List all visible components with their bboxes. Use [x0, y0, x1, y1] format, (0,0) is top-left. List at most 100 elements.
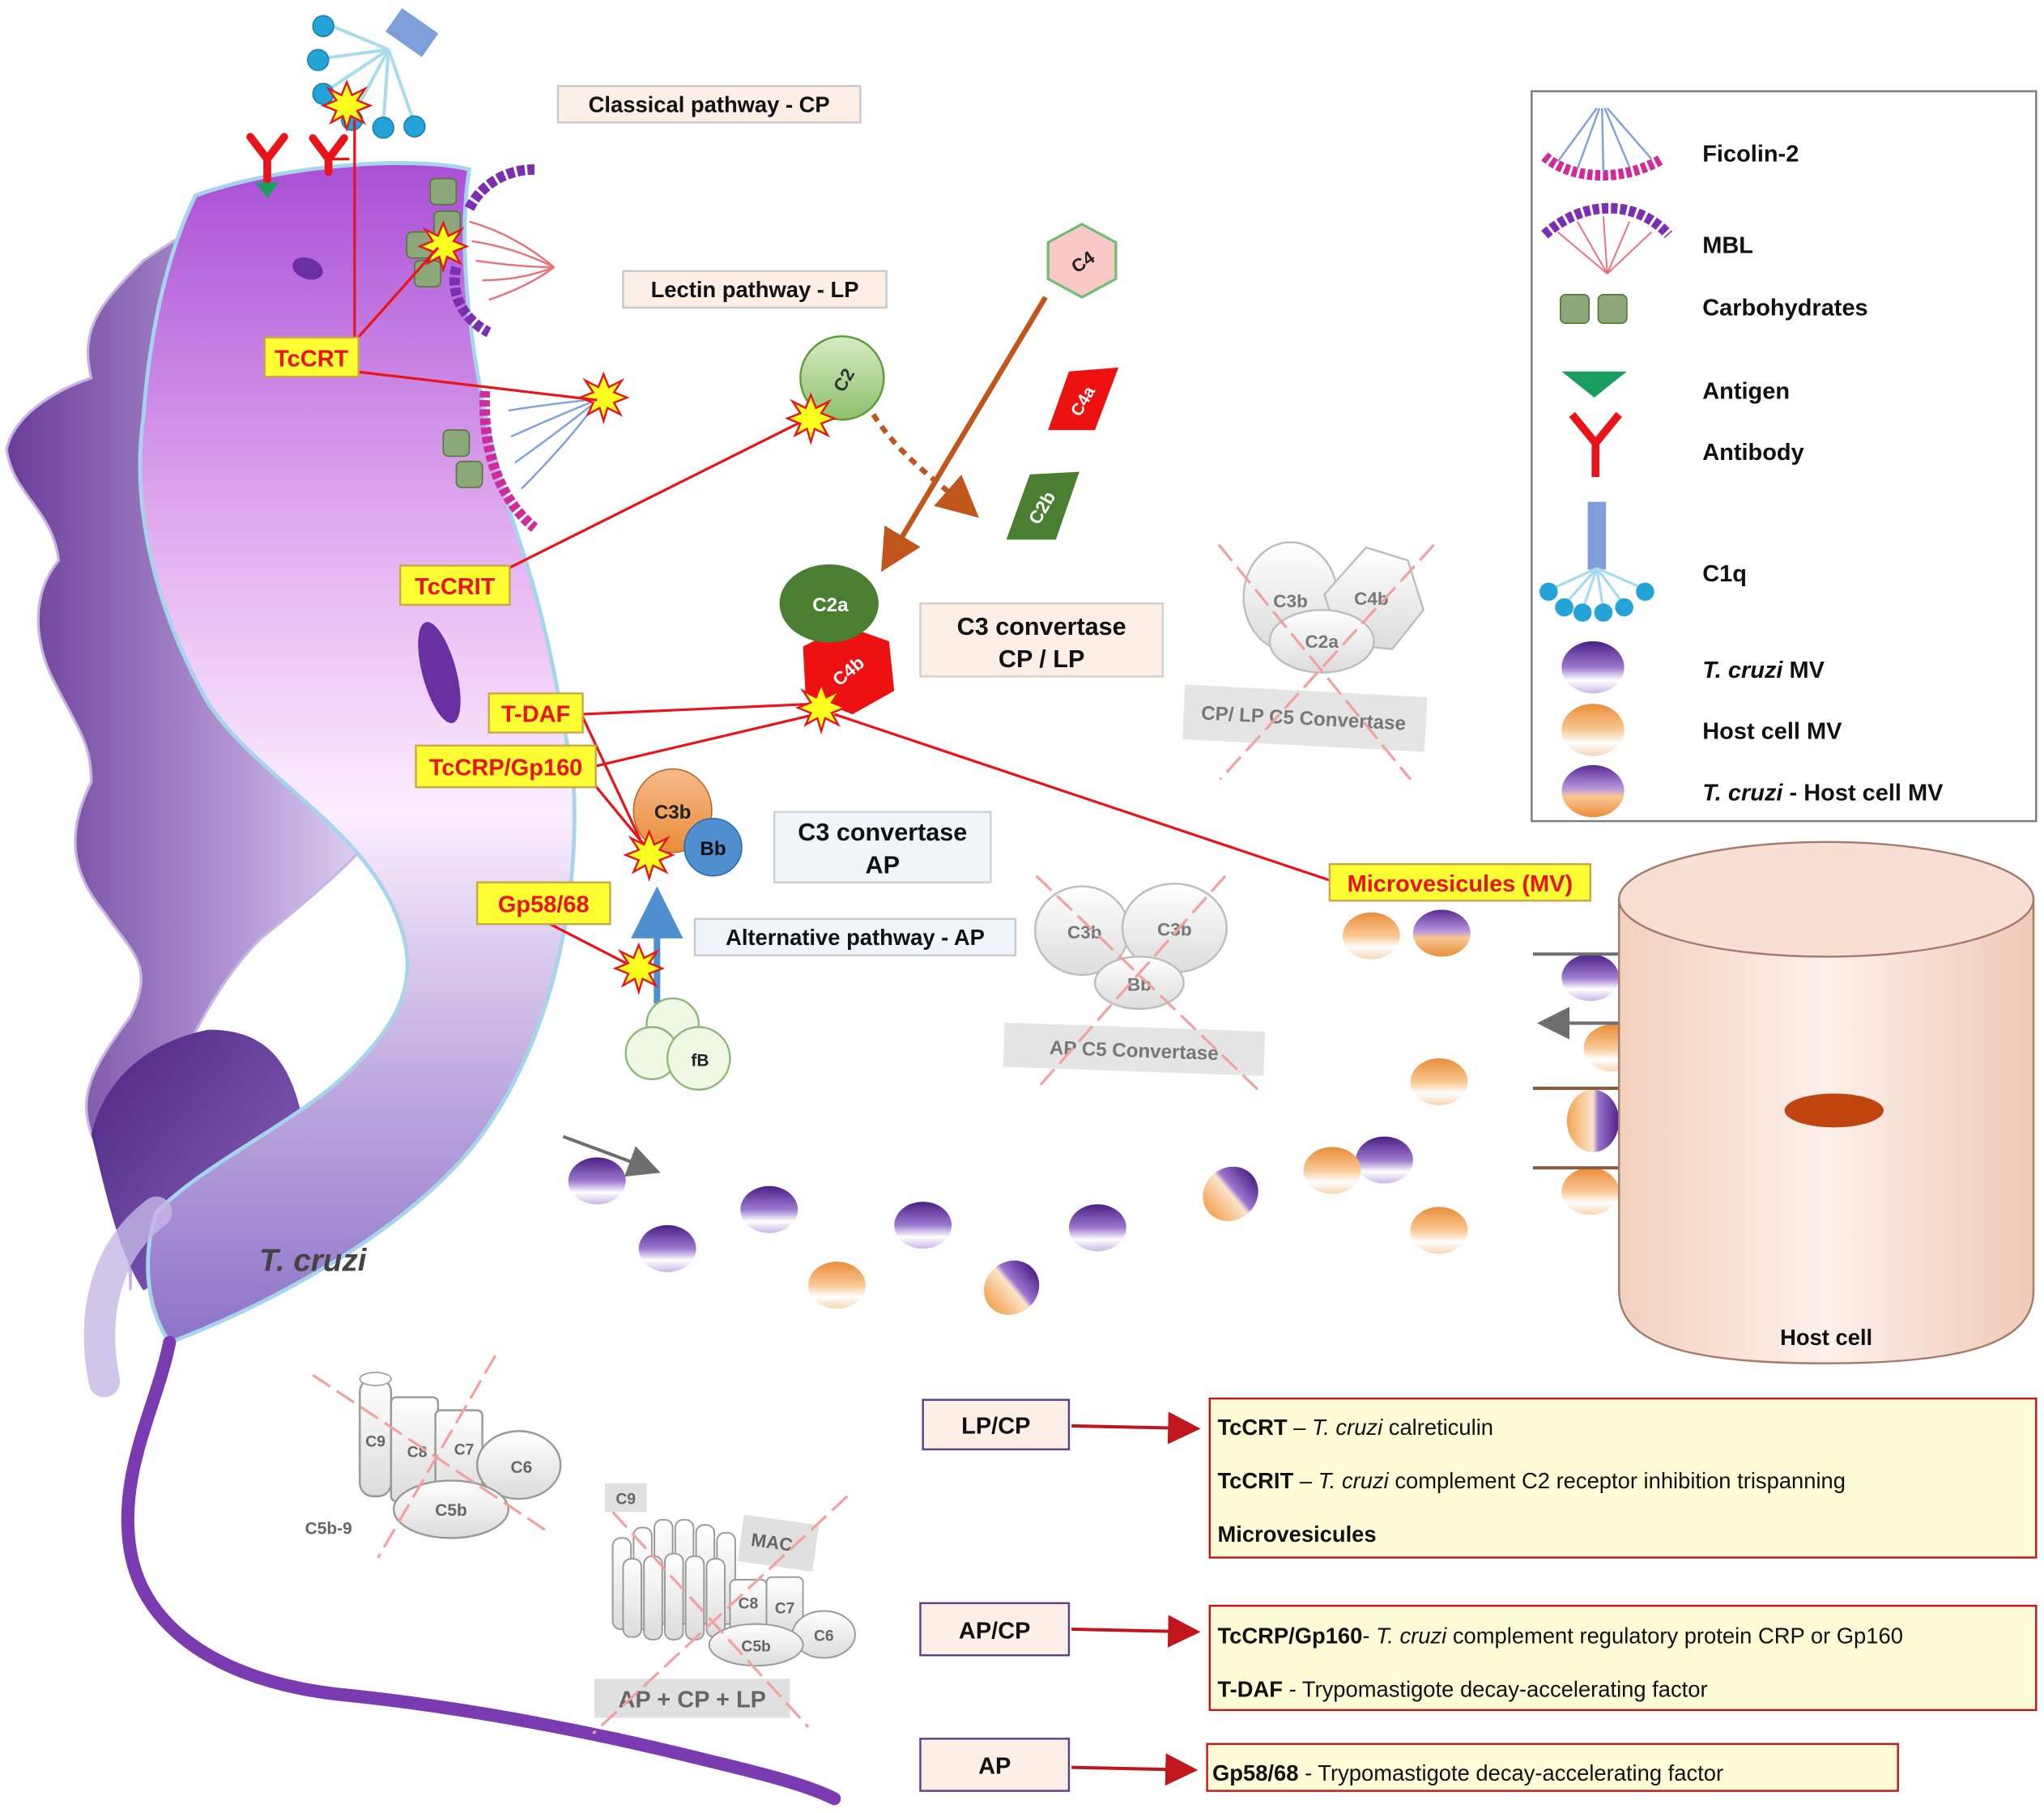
antibody-icon: [246, 133, 348, 184]
mv-tcruzi: [1561, 954, 1620, 1002]
svg-text:TcCRT – T. cruzi calreticulin: TcCRT – T. cruzi calreticulin: [1217, 1415, 1493, 1440]
mac-pore-inhibited: C9 C8 C7 C6 C5b MAC AP + CP + LP: [592, 1483, 856, 1734]
c3-convertase-cp-lp: C4b C2a: [779, 564, 895, 733]
cp-lp-c5-convertase-inhibited: C3b C4b C2a CP/ LP C5 Convertase: [1182, 541, 1435, 781]
svg-text:Carbohydrates: Carbohydrates: [1702, 296, 1867, 321]
svg-text:fB: fB: [691, 1052, 709, 1070]
mac-c5b9-inhibited: C9 C8 C7 C6 C5b C5b-9: [305, 1355, 562, 1559]
svg-text:AP/CP: AP/CP: [959, 1618, 1031, 1644]
svg-text:Bb: Bb: [700, 838, 726, 860]
mv-tcruzi: [1356, 1136, 1413, 1184]
mv-tcruzi: [894, 1202, 952, 1249]
mv-host: [1410, 1207, 1468, 1254]
svg-text:C5b: C5b: [741, 1638, 770, 1655]
key-ap-cp: AP/CP TcCRP/Gp160- T. cruzi complement r…: [919, 1602, 2038, 1712]
ap-c3-convertase: C3b Bb: [624, 768, 743, 880]
svg-text:AP: AP: [866, 851, 900, 879]
svg-text:C6: C6: [511, 1458, 533, 1477]
svg-text:C3 convertase: C3 convertase: [957, 613, 1126, 641]
antibody-icon: [1569, 411, 1622, 478]
svg-text:C6: C6: [814, 1628, 834, 1645]
key-ap: AP Gp58/68 - Trypomastigote decay-accele…: [919, 1738, 1899, 1792]
svg-text:AP + CP + LP: AP + CP + LP: [619, 1687, 766, 1713]
svg-text:C1q: C1q: [1702, 561, 1747, 587]
tcruzi-mv-icon: [1561, 641, 1625, 694]
svg-text:C8: C8: [739, 1595, 759, 1612]
mixed-mv-icon: [1561, 764, 1625, 818]
host-nucleus: [1784, 1093, 1884, 1128]
mv-tcruzi: [638, 1225, 696, 1273]
svg-text:Ficolin-2: Ficolin-2: [1702, 142, 1799, 168]
svg-text:T-DAF - Trypomastigote decay-a: T-DAF - Trypomastigote decay-acceleratin…: [1217, 1677, 1707, 1702]
svg-text:Lectin pathway - LP: Lectin pathway - LP: [651, 277, 859, 302]
mv-host: [808, 1262, 866, 1309]
c2-cleavage-arrow: [871, 413, 979, 518]
ap-c5-convertase-inhibited: C3b C3b Bb AP C5 Convertase: [1003, 875, 1266, 1091]
mv-label: Microvesicules (MV): [1328, 862, 1592, 902]
mv-host: [1303, 1147, 1361, 1194]
c2-molecule: C2: [786, 335, 885, 443]
c1q-icon: [1539, 501, 1654, 622]
svg-text:C9: C9: [615, 1492, 636, 1509]
parasite-label: T. cruzi: [259, 1243, 368, 1278]
svg-text:C4b: C4b: [1354, 589, 1389, 609]
c4-molecule: C4: [1046, 223, 1118, 299]
tccrp-label: TcCRP/Gp160: [415, 744, 597, 789]
classical-pathway-label: Classical pathway - CP: [556, 85, 862, 124]
tccrt-label: TcCRT: [263, 336, 360, 378]
tccrit-label: TcCRIT: [398, 564, 511, 606]
host-cell: Host cell: [1618, 841, 2035, 1364]
tcruzi-parasite: T. cruzi: [5, 161, 841, 1806]
c4a-molecule: C4a: [1048, 367, 1119, 431]
svg-text:C3b: C3b: [1067, 922, 1102, 943]
svg-text:C3b: C3b: [1273, 591, 1308, 611]
factor-b-molecule: fB: [614, 943, 731, 1091]
svg-text:C7: C7: [775, 1601, 795, 1618]
interaction-lines: [353, 246, 1333, 971]
svg-text:T-DAF: T-DAF: [501, 702, 570, 728]
mv-host: [1410, 1058, 1468, 1105]
ficolin-complex: [442, 372, 628, 532]
svg-text:T. cruzi - Host cell MV: T. cruzi - Host cell MV: [1702, 780, 1944, 806]
c2b-molecule: C2b: [1006, 471, 1079, 540]
c3-convertase-ap-label: C3 convertase AP: [773, 811, 992, 883]
svg-text:CP / LP: CP / LP: [999, 645, 1085, 673]
lectin-pathway-label: Lectin pathway - LP: [622, 270, 888, 309]
c4-cleavage-arrow: [880, 296, 1048, 572]
svg-text:C2a: C2a: [1305, 632, 1339, 652]
svg-text:C3 convertase: C3 convertase: [798, 819, 967, 846]
ficolin-icon: [1541, 107, 1665, 181]
svg-text:C3b: C3b: [1157, 920, 1192, 940]
svg-text:C8: C8: [407, 1445, 428, 1462]
svg-text:TcCRIT – T. cruzi complement C: TcCRIT – T. cruzi complement C2 receptor…: [1217, 1468, 1846, 1493]
alternative-pathway-label: Alternative pathway - AP: [693, 917, 1017, 957]
svg-text:TcCRP/Gp160: TcCRP/Gp160: [429, 755, 582, 781]
svg-text:Host cell: Host cell: [1780, 1325, 1872, 1350]
svg-text:TcCRT: TcCRT: [275, 346, 348, 372]
microvesicles: [568, 909, 1642, 1315]
svg-text:Microvesicules: Microvesicules: [1217, 1521, 1376, 1547]
host-mv-icon: [1561, 704, 1625, 756]
mv-mixed: [1203, 1166, 1258, 1221]
svg-text:Gp58/68 - Trypomastigote deca: Gp58/68 - Trypomastigote decay-accelerat…: [1212, 1760, 1723, 1785]
svg-text:C2a: C2a: [812, 594, 849, 616]
mv-tcruzi: [740, 1185, 798, 1233]
svg-text:C5b-9: C5b-9: [305, 1520, 352, 1538]
svg-text:Microvesicules (MV): Microvesicules (MV): [1348, 871, 1573, 897]
svg-text:T. cruzi MV: T. cruzi MV: [1702, 658, 1825, 683]
mv-mixed: [984, 1260, 1040, 1315]
svg-text:C5b: C5b: [435, 1501, 467, 1520]
svg-text:C3b: C3b: [654, 802, 692, 824]
mv-mixed: [1412, 909, 1471, 957]
mv-host: [1342, 912, 1400, 960]
svg-text:Host cell MV: Host cell MV: [1702, 719, 1842, 745]
svg-text:TcCRIT: TcCRIT: [415, 574, 496, 600]
svg-text:Classical pathway - CP: Classical pathway - CP: [589, 92, 830, 117]
mv-host: [1561, 1168, 1620, 1215]
antigen-icon: [255, 182, 279, 198]
mv-tcruzi: [568, 1157, 626, 1205]
svg-text:AP: AP: [978, 1754, 1011, 1780]
c1q-complex: [307, 8, 439, 139]
mv-mixed: [1566, 1089, 1620, 1152]
gp58-label: Gp58/68: [475, 881, 611, 926]
